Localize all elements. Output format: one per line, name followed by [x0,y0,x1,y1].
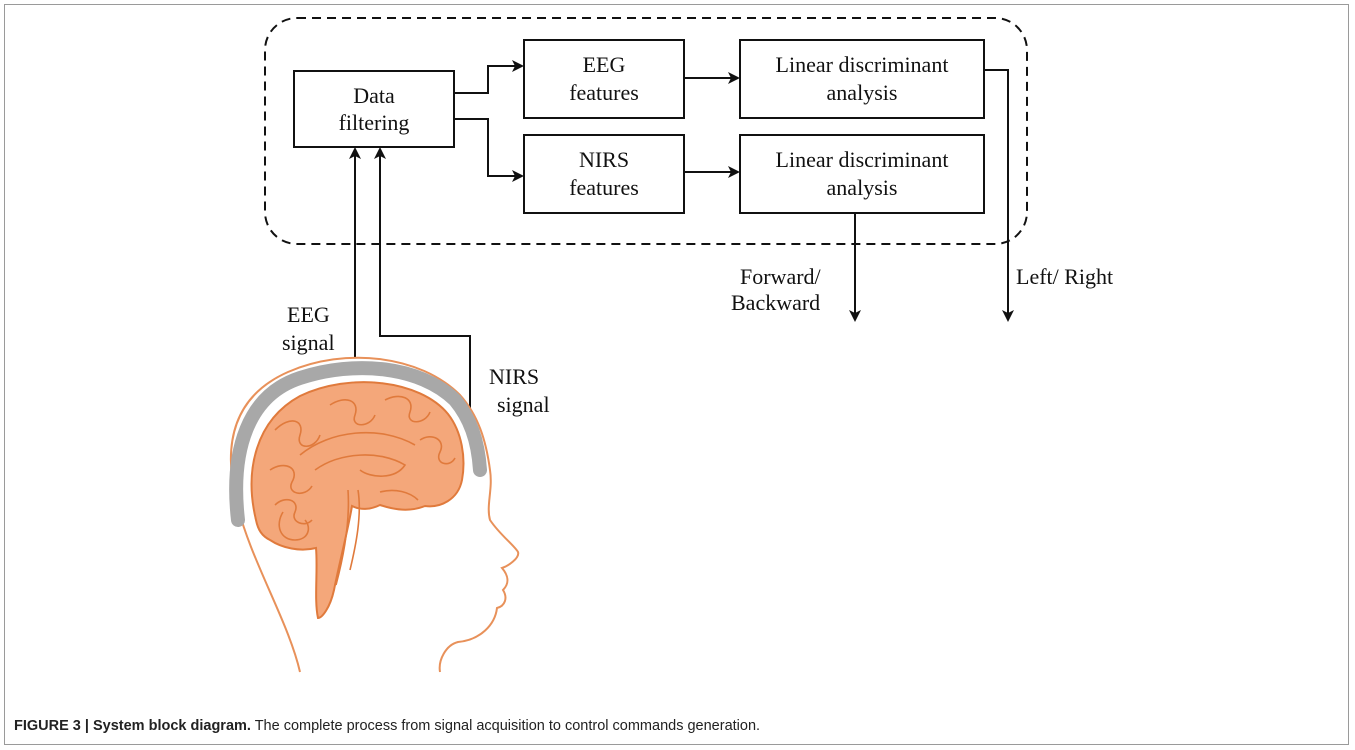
nirs-features-box: NIRS features [523,134,685,214]
nirs-signal-label-2: signal [497,392,550,417]
lda-nirs-line-1: Linear discriminant [776,147,949,172]
eeg-signal-label-2: signal [282,330,335,355]
brain-folds [269,395,456,586]
block-diagram: Data filtering EEG features NIRS feature… [229,17,1113,673]
lda-nirs-box: Linear discriminant analysis [739,134,985,214]
lda-eeg-line-2: analysis [827,80,898,105]
data-filtering-box: Data filtering [293,70,455,148]
processing-region [264,17,1028,245]
figure-caption: FIGURE 3 | System block diagram. The com… [14,718,1334,734]
backward-label: Backward [731,290,820,315]
nirs-features-line-1: NIRS [579,147,629,172]
eeg-features-box: EEG features [523,39,685,119]
eeg-features-line-2: features [569,80,639,105]
brain-shape [250,381,465,620]
lda-nirs-line-2: analysis [827,175,898,200]
nirs-features-line-2: features [569,175,639,200]
arrow-filter-to-nirs [454,118,524,182]
figure-label: FIGURE 3 | System block diagram. [14,718,251,734]
arrow-filter-to-eeg [454,60,524,94]
nirs-signal-label-1: NIRS [489,364,539,389]
lda-eeg-box: Linear discriminant analysis [739,39,985,119]
left-right-label: Left/ Right [1016,264,1113,289]
head-brain-illustration [229,356,520,673]
forward-label: Forward/ [740,264,822,289]
lda-eeg-line-1: Linear discriminant [776,52,949,77]
eeg-features-line-1: EEG [583,52,626,77]
skull-band [229,361,487,527]
arrow-left-right [984,69,1014,322]
data-filtering-line-1: Data [353,83,395,108]
data-filtering-line-2: filtering [339,110,410,135]
figure-frame [4,4,1349,745]
arrow-nirs-signal [374,147,471,430]
eeg-signal-label-1: EEG [287,302,330,327]
caption-text: The complete process from signal acquisi… [250,718,761,734]
